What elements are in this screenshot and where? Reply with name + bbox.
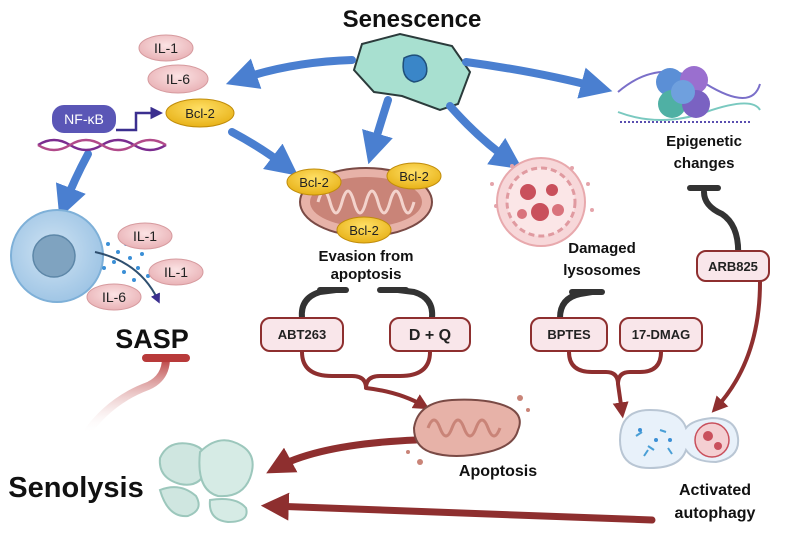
bptes-label: BPTES bbox=[547, 327, 591, 342]
epigenetic-label-line2: changes bbox=[674, 155, 735, 172]
il1-label: IL-1 bbox=[133, 228, 157, 244]
il6-label: IL-6 bbox=[102, 289, 126, 305]
nfkb-box bbox=[52, 105, 116, 133]
bcl2-label: Bcl-2 bbox=[299, 175, 329, 190]
abt263-label: ABT263 bbox=[278, 327, 326, 342]
inhibit-connectors bbox=[298, 185, 742, 321]
bcl2-label: Bcl-2 bbox=[349, 223, 379, 238]
senolysis-label: Senolysis bbox=[8, 472, 143, 504]
inhibit-dq-evasion bbox=[395, 287, 436, 321]
nucleosome-icon bbox=[617, 66, 761, 123]
il6-label: IL-6 bbox=[166, 71, 190, 87]
activated-label-line1: Activated bbox=[679, 482, 751, 499]
arrow-apoptosis-to-senolysis bbox=[266, 436, 420, 474]
sasp-label: SASP bbox=[115, 324, 189, 354]
epigenetic-label-line1: Epigenetic bbox=[666, 133, 742, 150]
bracket-left bbox=[300, 350, 432, 389]
inhibit-abt263-evasion bbox=[298, 287, 339, 321]
il1-pill-top: IL-1 bbox=[138, 34, 194, 62]
apoptotic-mitochondrion-icon bbox=[406, 395, 530, 465]
bcl2-label: Bcl-2 bbox=[185, 106, 215, 121]
bcl2-pill-mito-left: Bcl-2 bbox=[286, 168, 342, 196]
nfkb-complex: NF-κB bbox=[37, 105, 167, 152]
damaged-label-line2: lysosomes bbox=[563, 262, 641, 279]
dq-label: D + Q bbox=[409, 327, 451, 344]
arrow-to-apoptosis bbox=[364, 386, 430, 410]
bcl2-label: Bcl-2 bbox=[399, 169, 429, 184]
arrow-autophagy-to-senolysis bbox=[260, 492, 656, 524]
il6-pill-sasp: IL-6 bbox=[86, 283, 142, 311]
autophagy-icon bbox=[618, 408, 740, 470]
damaged-label-line1: Damaged bbox=[568, 240, 636, 257]
activated-label-line2: autophagy bbox=[675, 505, 756, 522]
inhibit-bptes-lysosome bbox=[557, 289, 595, 321]
dmag-label: 17-DMAG bbox=[632, 327, 691, 342]
arrow-nfkb-to-cell bbox=[55, 150, 92, 218]
il1-label: IL-1 bbox=[164, 264, 188, 280]
red-arrows bbox=[260, 280, 762, 524]
arrow-to-lysosomes bbox=[446, 102, 523, 170]
arrow-to-evasion bbox=[362, 96, 393, 165]
evasion-label-line1: Evasion from bbox=[318, 248, 413, 265]
bcl2-pill-top: Bcl-2 bbox=[165, 98, 235, 128]
drug-arb825: ARB825 bbox=[696, 250, 770, 282]
senolysis-inhibit bbox=[82, 354, 190, 438]
apoptosis-label: Apoptosis bbox=[459, 463, 537, 480]
evasion-label-line2: apoptosis bbox=[331, 266, 402, 283]
arrow-to-epigenetic bbox=[462, 58, 613, 99]
drug-bptes: BPTES bbox=[530, 317, 608, 352]
il1-label: IL-1 bbox=[154, 40, 178, 56]
bcl2-pill-mito-bottom: Bcl-2 bbox=[336, 216, 392, 244]
bcl2-pill-mito-right: Bcl-2 bbox=[386, 162, 442, 190]
inhibit-arb825-epigenetic bbox=[701, 189, 742, 261]
il1-pill-sasp-a: IL-1 bbox=[117, 222, 173, 250]
arrow-bcl2-to-mito bbox=[228, 128, 299, 176]
drug-dq: D + Q bbox=[389, 317, 471, 352]
cell-debris-icon bbox=[158, 439, 254, 524]
arrow-to-autophagy bbox=[612, 382, 629, 419]
il6-pill-top: IL-6 bbox=[147, 64, 209, 94]
damaged-lysosome-icon bbox=[490, 157, 594, 247]
senescent-cell-icon bbox=[352, 32, 472, 112]
blue-arrows bbox=[55, 56, 613, 218]
il1-pill-sasp-b: IL-1 bbox=[148, 258, 204, 286]
nfkb-label: NF-κB bbox=[64, 111, 104, 127]
drug-abt263: ABT263 bbox=[260, 317, 344, 352]
arrow-to-cytokines bbox=[225, 56, 356, 89]
drug-17dmag: 17-DMAG bbox=[619, 317, 703, 352]
bracket-right bbox=[567, 350, 663, 385]
arb825-label: ARB825 bbox=[708, 259, 758, 274]
sasp-cell-icon bbox=[10, 209, 160, 304]
senescence-title: Senescence bbox=[343, 6, 482, 33]
arrow-arb825-to-autophagy bbox=[711, 280, 762, 413]
